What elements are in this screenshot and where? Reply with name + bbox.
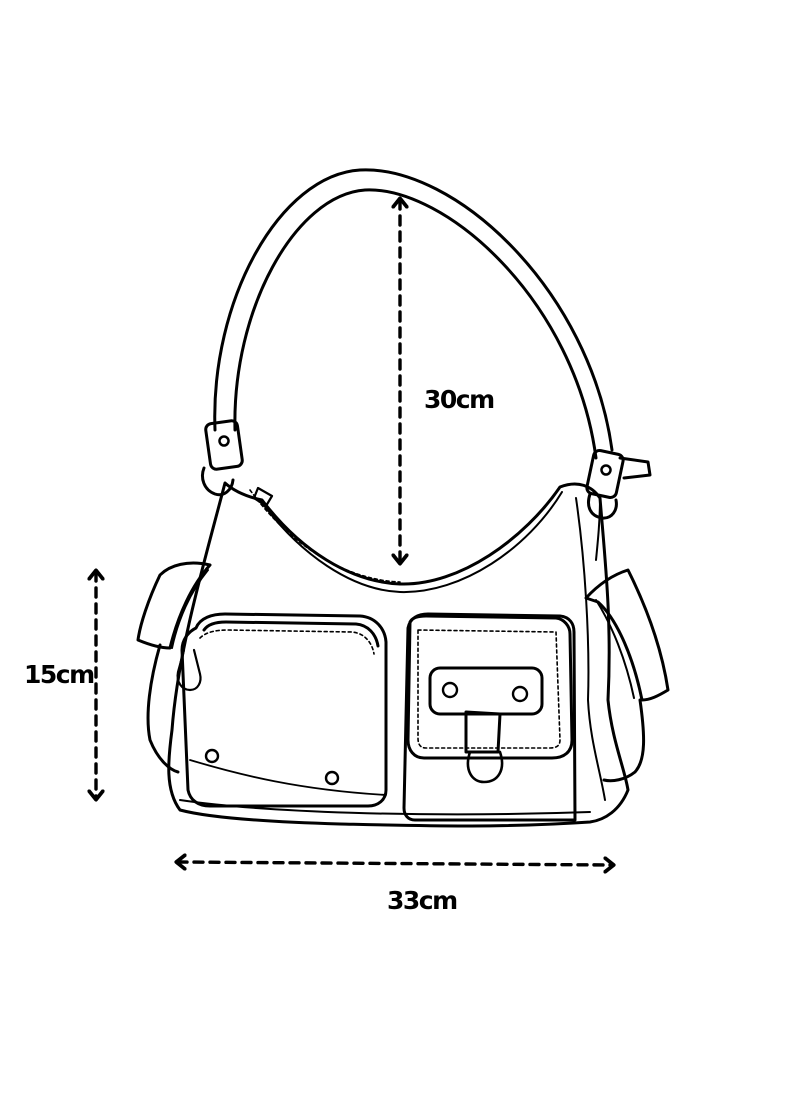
- strap-buckle-left: [200, 419, 244, 497]
- bag-width-label: 33cm: [387, 886, 458, 915]
- dimension-arrows: [96, 200, 612, 865]
- strap-buckle-right: [585, 448, 652, 520]
- shoulder-strap: [213, 168, 614, 460]
- front-flap-pocket: [402, 612, 577, 822]
- strap-height-label: 30cm: [424, 385, 495, 414]
- bag-width-arrow: [178, 862, 612, 865]
- front-zip-pocket: [176, 612, 388, 808]
- bag-height-label: 15cm: [24, 660, 95, 689]
- bag-body: [167, 481, 630, 828]
- left-side-pocket: [136, 561, 212, 774]
- right-side-pocket: [584, 568, 670, 783]
